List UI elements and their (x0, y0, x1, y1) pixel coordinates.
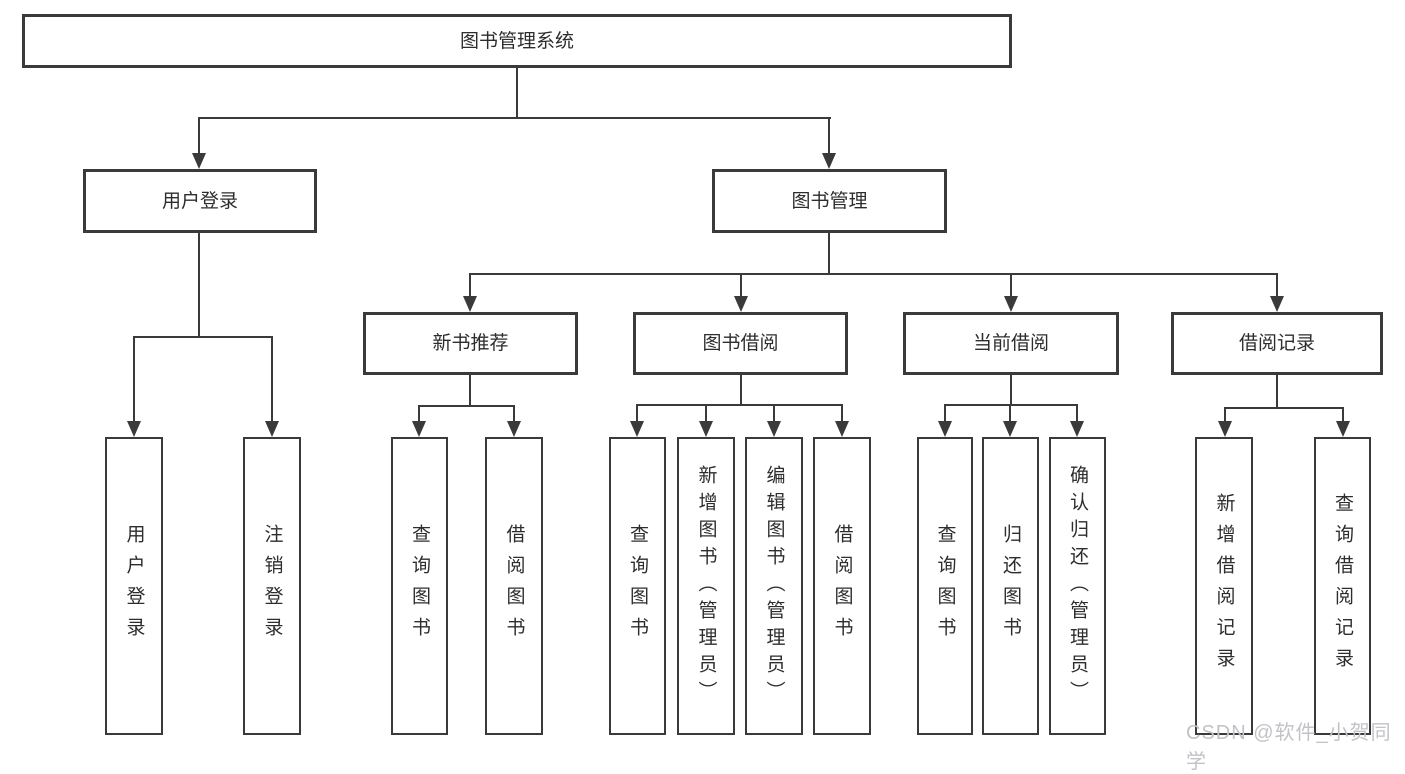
arrowhead-down-icon (192, 153, 206, 169)
leaf-borrow-books-recommend: 借阅图书 (485, 437, 543, 735)
connector-line (1010, 273, 1012, 296)
leaf-user-login: 用户登录 (105, 437, 163, 735)
arrowhead-down-icon (938, 421, 952, 437)
leaf-query-borrow-record: 查询借阅记录 (1314, 437, 1371, 735)
connector-line (740, 375, 742, 405)
connector-line (133, 336, 135, 421)
connector-line (516, 68, 518, 117)
connector-line (469, 273, 1278, 275)
arrowhead-down-icon (699, 421, 713, 437)
connector-line (1342, 407, 1344, 421)
arrowhead-down-icon (767, 421, 781, 437)
connector-line (705, 404, 707, 421)
diagram-canvas: 图书管理系统 用户登录 图书管理 新书推荐 图书借阅 当前借阅 借阅记录 用户登… (22, 14, 1391, 773)
arrowhead-down-icon (412, 421, 426, 437)
connector-line (1009, 404, 1011, 421)
connector-line (198, 117, 831, 119)
arrowhead-down-icon (127, 421, 141, 437)
connector-line (1010, 375, 1012, 405)
connector-line (944, 404, 1078, 406)
arrowhead-down-icon (822, 153, 836, 169)
leaf-return-book: 归还图书 (982, 437, 1039, 735)
leaf-query-books-current: 查询图书 (917, 437, 973, 735)
connector-line (841, 404, 843, 421)
connector-line (271, 336, 273, 421)
leaf-query-books-borrow: 查询图书 (609, 437, 666, 735)
node-book-borrow: 图书借阅 (633, 312, 848, 375)
connector-line (418, 405, 420, 421)
connector-line (773, 404, 775, 421)
connector-line (1276, 375, 1278, 408)
arrowhead-down-icon (734, 296, 748, 312)
connector-line (944, 404, 946, 421)
node-user-login: 用户登录 (83, 169, 317, 233)
connector-line (636, 404, 843, 406)
connector-line (1224, 407, 1226, 421)
connector-line (636, 404, 638, 421)
leaf-borrow-books: 借阅图书 (813, 437, 871, 735)
arrowhead-down-icon (835, 421, 849, 437)
connector-line (469, 375, 471, 406)
arrowhead-down-icon (1270, 296, 1284, 312)
connector-line (828, 233, 830, 273)
connector-line (828, 117, 830, 153)
arrowhead-down-icon (507, 421, 521, 437)
node-borrow-records: 借阅记录 (1171, 312, 1383, 375)
watermark-text: CSDN @软件_小贺同学 (1186, 722, 1392, 773)
leaf-add-borrow-record: 新增借阅记录 (1195, 437, 1253, 735)
connector-line (198, 233, 200, 337)
arrowhead-down-icon (463, 296, 477, 312)
connector-line (513, 405, 515, 421)
arrowhead-down-icon (1218, 421, 1232, 437)
arrowhead-down-icon (1004, 296, 1018, 312)
arrowhead-down-icon (1070, 421, 1084, 437)
node-current-borrow: 当前借阅 (903, 312, 1119, 375)
connector-line (1224, 407, 1343, 409)
node-new-book-recommend: 新书推荐 (363, 312, 578, 375)
node-root: 图书管理系统 (22, 14, 1012, 68)
arrowhead-down-icon (630, 421, 644, 437)
arrowhead-down-icon (1336, 421, 1350, 437)
connector-line (418, 405, 515, 407)
leaf-query-books-recommend: 查询图书 (391, 437, 448, 735)
arrowhead-down-icon (265, 421, 279, 437)
connector-line (1276, 273, 1278, 296)
leaf-confirm-return-admin: 确认归还（管理员） (1049, 437, 1106, 735)
connector-line (1076, 404, 1078, 421)
node-book-management: 图书管理 (712, 169, 947, 233)
leaf-add-book-admin: 新增图书（管理员） (677, 437, 735, 735)
arrowhead-down-icon (1003, 421, 1017, 437)
connector-line (740, 273, 742, 296)
connector-line (133, 336, 273, 338)
leaf-logout: 注销登录 (243, 437, 301, 735)
leaf-edit-book-admin: 编辑图书（管理员） (745, 437, 803, 735)
connector-line (469, 273, 471, 296)
connector-line (198, 117, 200, 153)
